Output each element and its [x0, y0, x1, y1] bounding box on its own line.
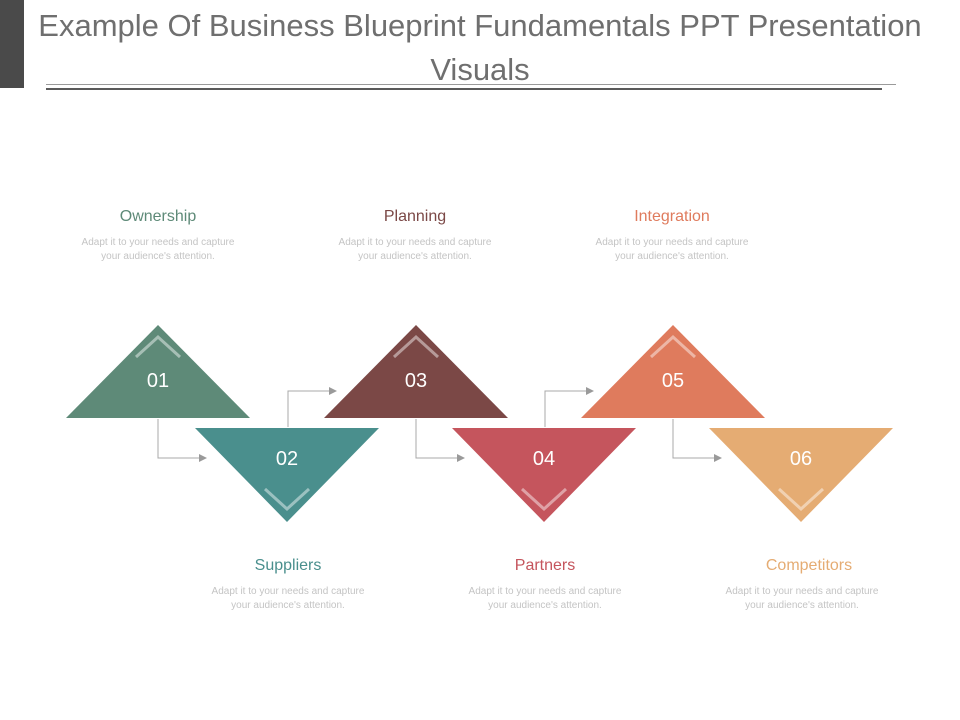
- connector-1-2: [157, 419, 207, 462]
- step-5-number: 05: [662, 370, 684, 392]
- step-1-shape: 01: [66, 325, 250, 418]
- connector-4-5: [544, 387, 594, 427]
- step-2-shape: 02: [195, 428, 379, 522]
- connector-3-4: [415, 419, 465, 462]
- step-1-chevron: [134, 334, 182, 359]
- step-5-shape: 05: [581, 325, 765, 418]
- step-2-chevron: [263, 487, 311, 512]
- step-5-triangle: [581, 325, 765, 418]
- step-6-description: Adapt it to your needs and capture your …: [725, 586, 879, 611]
- step-3-triangle: [324, 325, 508, 418]
- title-divider-thick: [46, 88, 882, 90]
- step-3-shape: 03: [324, 325, 508, 418]
- step-2-description: Adapt it to your needs and capture your …: [211, 586, 365, 611]
- step-3-number: 03: [405, 370, 427, 392]
- step-1-description: Adapt it to your needs and capture your …: [81, 237, 235, 262]
- step-6-number: 06: [790, 448, 812, 470]
- step-3-description: Adapt it to your needs and capture your …: [338, 237, 492, 262]
- step-6-shape: 06: [709, 428, 893, 522]
- connector-2-3: [287, 387, 337, 427]
- step-3-chevron: [392, 334, 440, 359]
- connector-arrows: [157, 387, 722, 462]
- step-4-description: Adapt it to your needs and capture your …: [468, 586, 622, 611]
- page-title: Example Of Business Blueprint Fundamenta…: [38, 8, 922, 87]
- step-4-triangle: [452, 428, 636, 522]
- step-6-label: Competitors: [765, 557, 853, 574]
- step-5-description: Adapt it to your needs and capture your …: [595, 237, 749, 262]
- step-1-label: Ownership: [119, 208, 197, 225]
- step-4-label: Partners: [514, 557, 576, 574]
- step-4-number: 04: [533, 448, 555, 470]
- step-2-triangle: [195, 428, 379, 522]
- step-3-label: Planning: [383, 208, 447, 225]
- title-divider-thin: [46, 84, 896, 85]
- step-2-label: Suppliers: [254, 557, 322, 574]
- step-1-triangle: [66, 325, 250, 418]
- step-5-label: Integration: [634, 208, 710, 225]
- step-6-triangle: [709, 428, 893, 522]
- step-4-chevron: [520, 487, 568, 512]
- connector-5-6: [672, 419, 722, 462]
- title-accent-bar: [0, 0, 24, 88]
- step-1-number: 01: [147, 370, 169, 392]
- step-2-number: 02: [276, 448, 298, 470]
- step-4-shape: 04: [452, 428, 636, 522]
- step-6-chevron: [777, 487, 825, 512]
- step-5-chevron: [649, 334, 697, 359]
